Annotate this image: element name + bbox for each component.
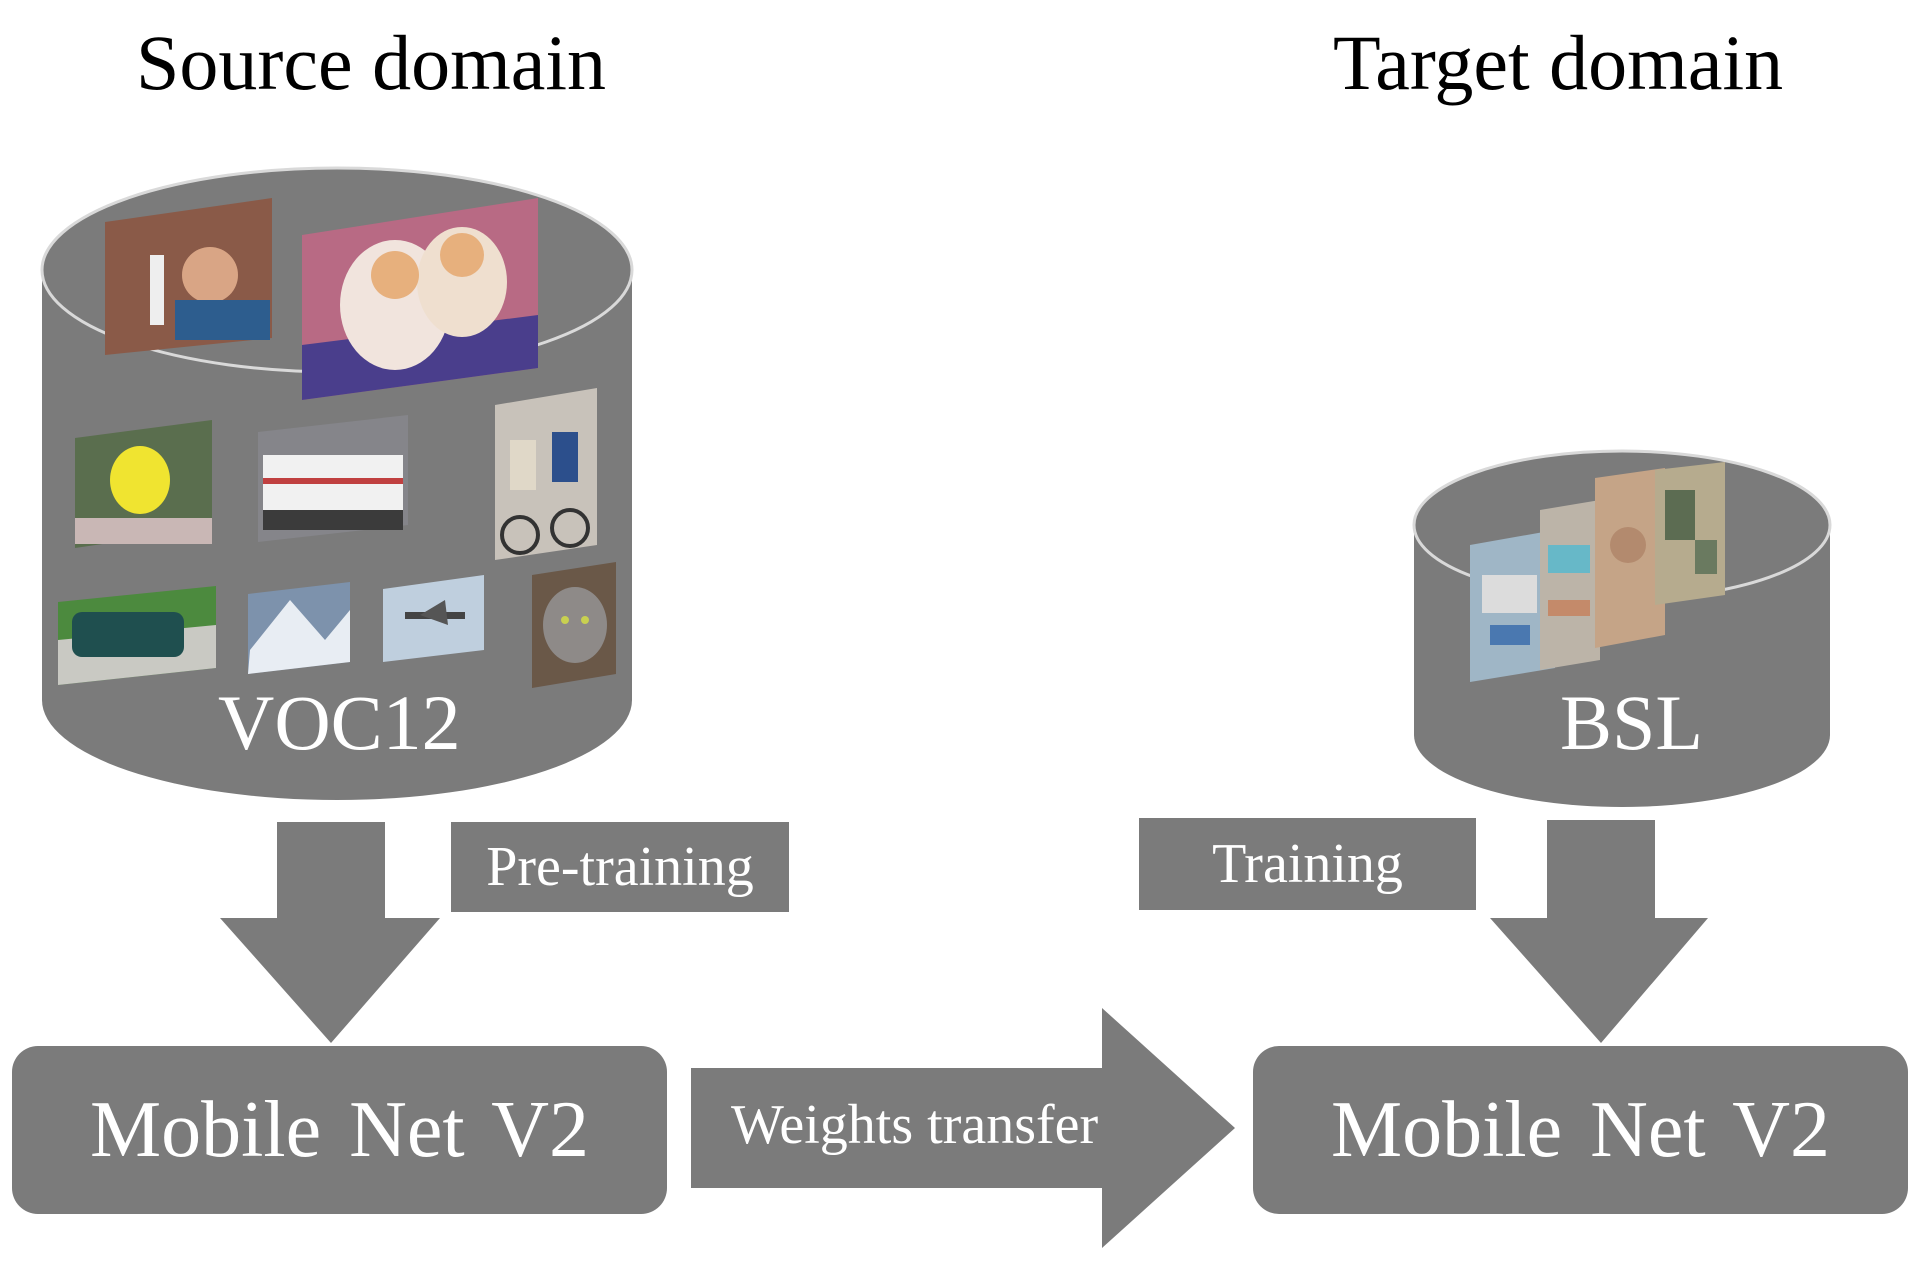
target-thumbnails	[1470, 462, 1725, 682]
thumbnail-mountain	[248, 582, 350, 674]
thumbnail-cat	[532, 562, 616, 688]
thumbnail-car	[58, 586, 216, 685]
pretraining-down-arrow	[220, 822, 440, 1043]
thumbnail-cyclists	[495, 388, 597, 560]
thumbnail-kittens	[302, 198, 538, 400]
source-thumbnails	[58, 198, 616, 688]
source-dataset-label: VOC12	[218, 679, 461, 766]
training-down-arrow	[1490, 820, 1708, 1043]
target-dataset-label: BSL	[1560, 679, 1704, 766]
thumbnail-aerial-2	[1540, 500, 1600, 670]
thumbnail-aerial-1	[1470, 530, 1555, 682]
training-step-label: Training	[1139, 818, 1476, 910]
thumbnail-airplane	[383, 575, 484, 662]
thumbnail-aerial-4	[1655, 462, 1725, 605]
thumbnail-aerial-3	[1595, 468, 1665, 648]
thumbnail-yellow-bird	[75, 420, 212, 548]
thumbnail-train	[258, 415, 408, 542]
weights-transfer-arrow	[691, 1008, 1235, 1248]
pretraining-step-label: Pre-training	[451, 822, 789, 912]
weights-transfer-label: Weights transfer	[731, 1094, 1099, 1156]
target-model-box: Mobile Net V2	[1253, 1046, 1908, 1214]
target-domain-heading: Target domain	[1333, 19, 1784, 106]
source-model-box: Mobile Net V2	[12, 1046, 667, 1214]
source-domain-heading: Source domain	[136, 19, 607, 106]
thumbnail-person	[105, 198, 272, 355]
